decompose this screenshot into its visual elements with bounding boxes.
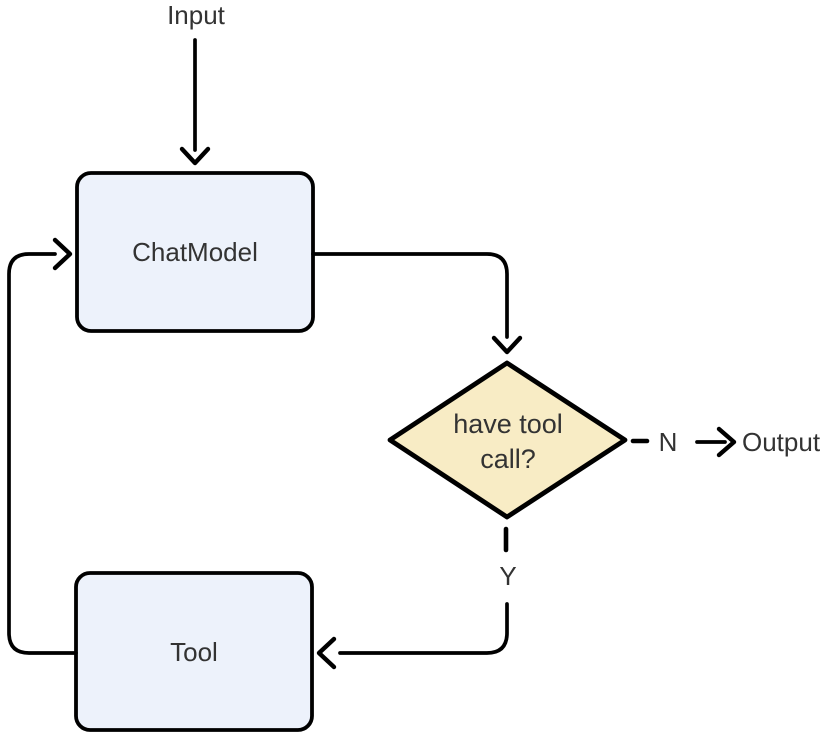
arrowhead-down-icon <box>179 146 211 166</box>
edge-input-to-chatmodel <box>179 38 211 166</box>
decision-diamond <box>387 360 628 520</box>
arrowhead-right-icon <box>52 237 73 271</box>
chatmodel-label: ChatModel <box>132 237 258 267</box>
no-edge-label: N <box>659 427 678 457</box>
yes-edge-label: Y <box>499 561 516 591</box>
edge-line <box>338 602 509 655</box>
decision-node: have tool call? <box>387 360 628 520</box>
edge-tool-to-chatmodel <box>7 237 78 655</box>
edge-decision-no: N Output <box>630 426 821 458</box>
arrowhead-right-icon <box>716 426 737 458</box>
edge-line <box>7 252 78 655</box>
chatmodel-box <box>75 171 315 333</box>
chatmodel-node: ChatModel <box>75 171 315 333</box>
edge-chatmodel-to-decision <box>311 252 523 355</box>
decision-label-line1: have tool <box>453 409 563 439</box>
edge-decision-yes: Y <box>316 526 517 670</box>
arrowhead-left-icon <box>316 636 337 670</box>
decision-label-line2: call? <box>480 444 536 474</box>
edge-line <box>311 252 509 339</box>
arrowhead-down-icon <box>491 335 523 355</box>
tool-node: Tool <box>74 571 314 732</box>
tool-label: Tool <box>170 637 218 667</box>
input-label: Input <box>167 0 226 30</box>
output-label: Output <box>742 427 821 457</box>
